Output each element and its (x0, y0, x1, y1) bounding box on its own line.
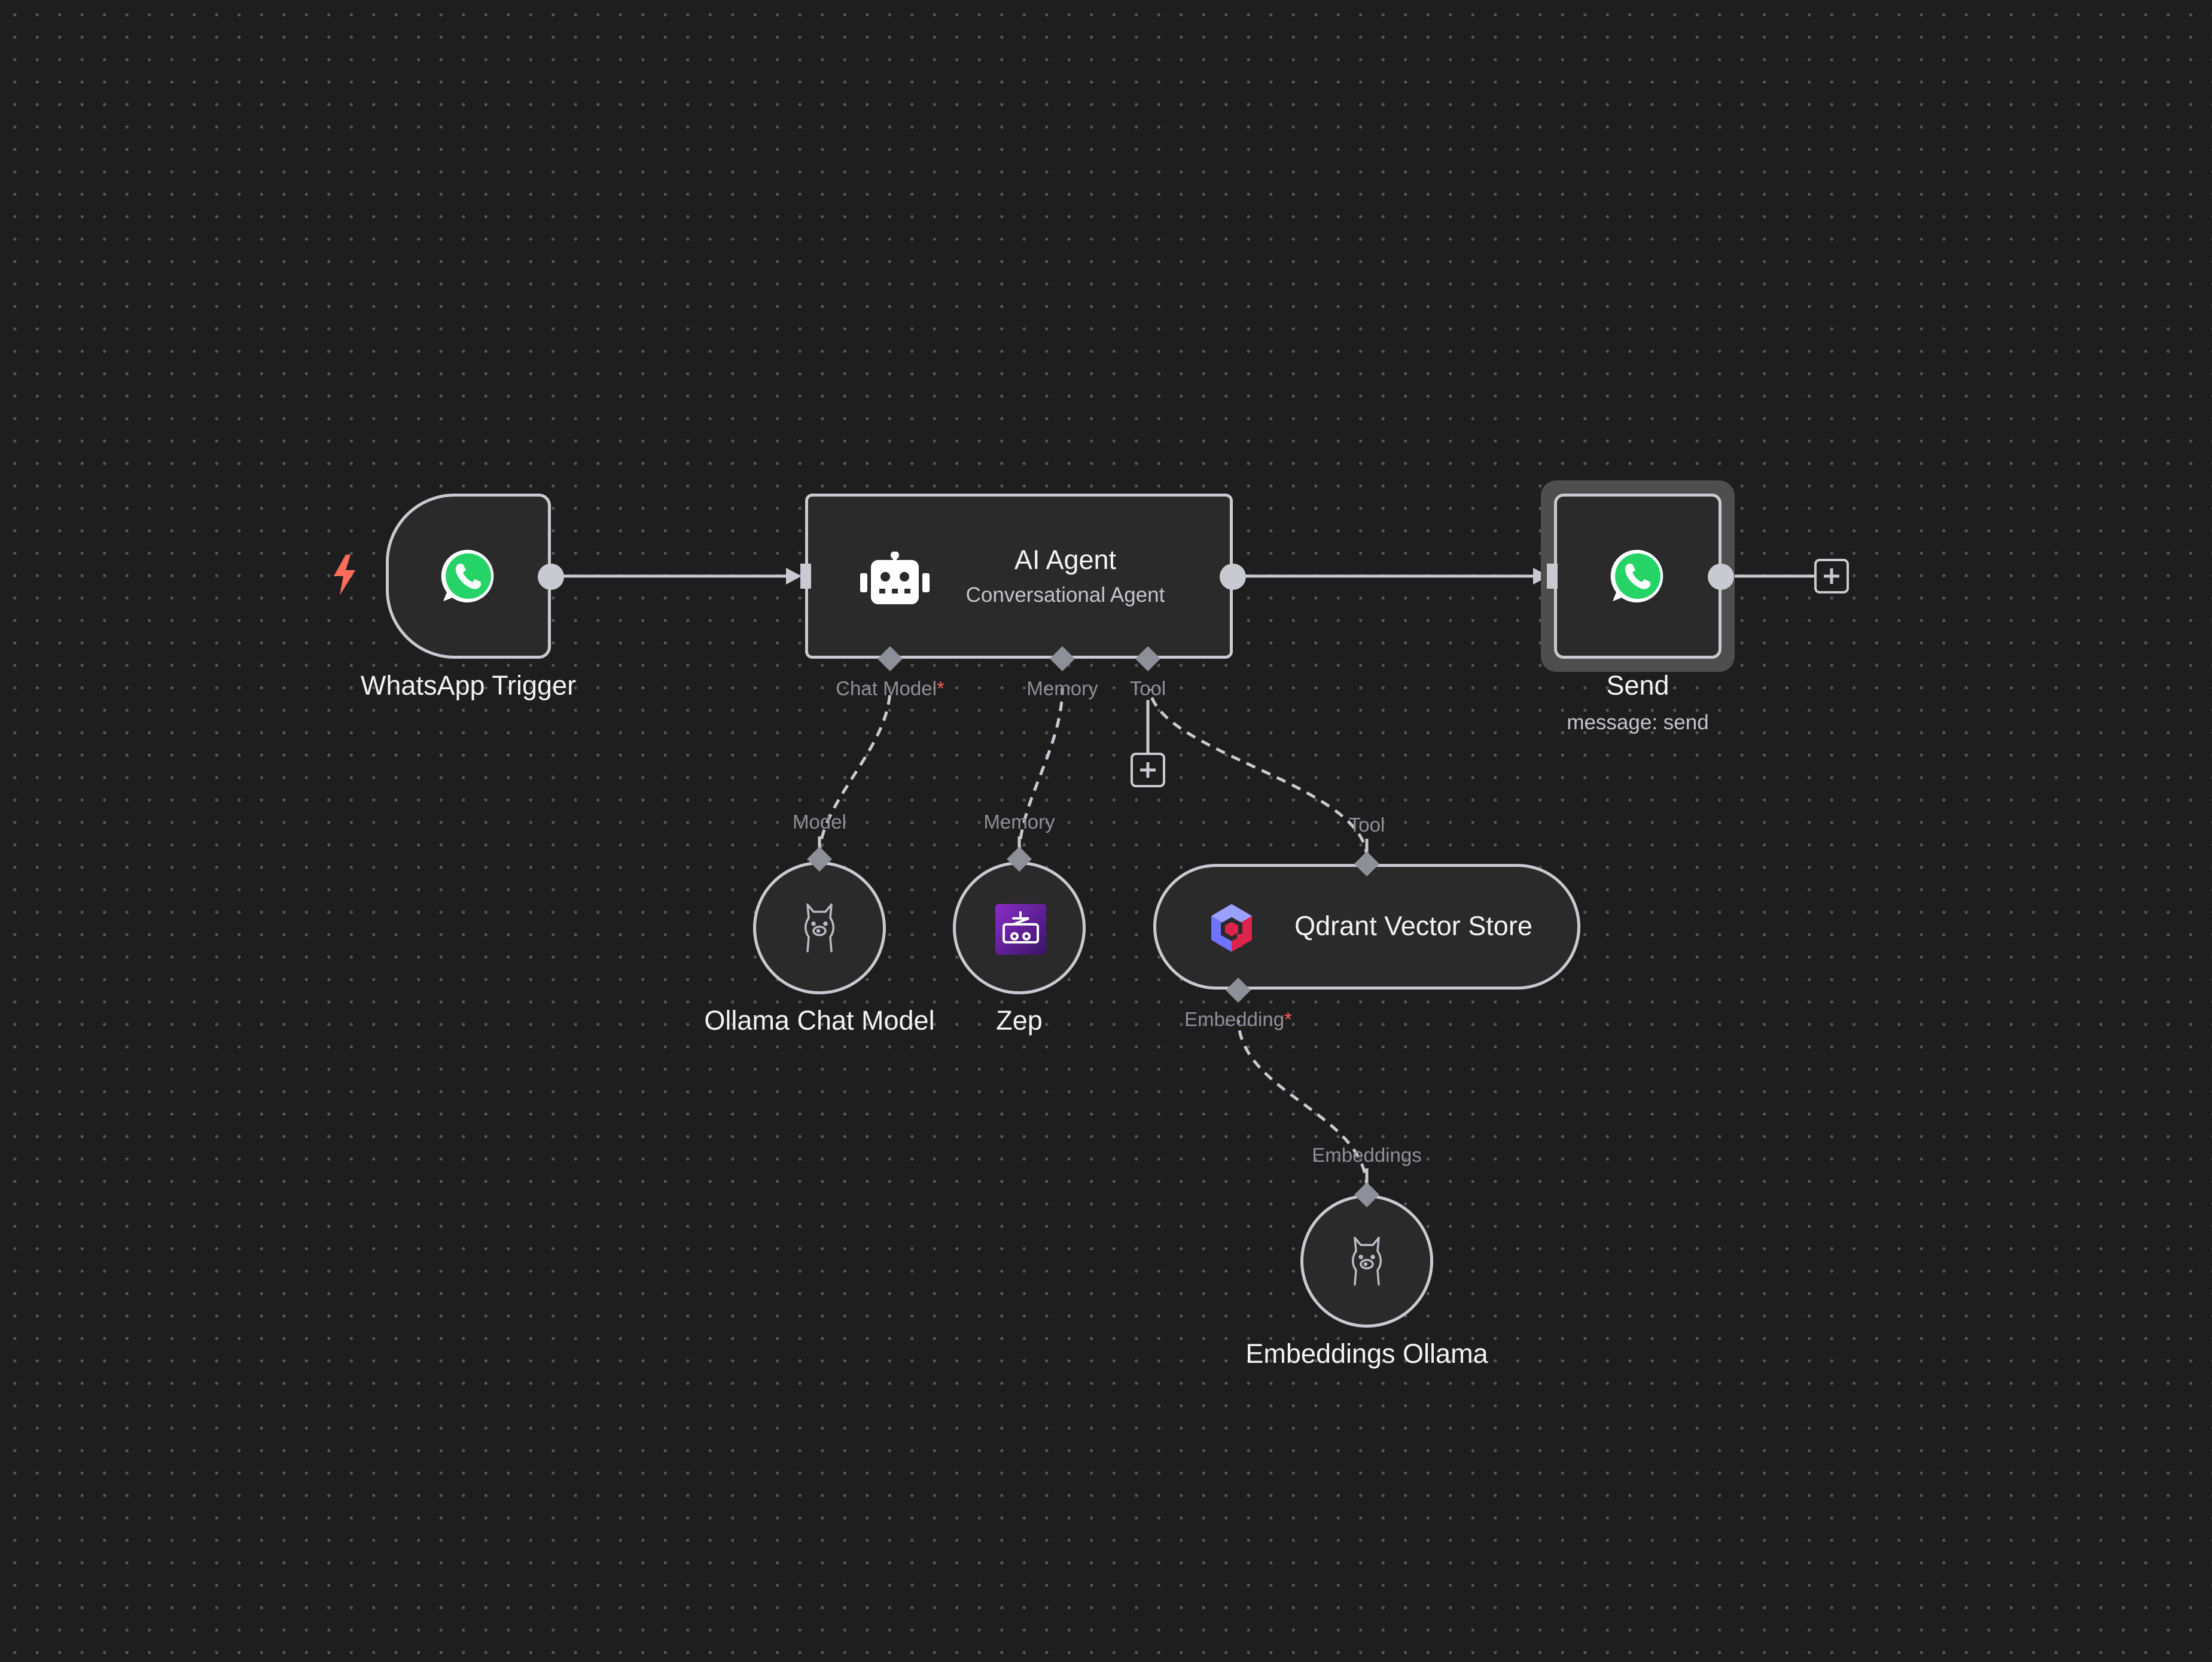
connection-ollama-to-chat-model[interactable] (818, 687, 892, 856)
node-embeddings-ollama[interactable] (1300, 1195, 1433, 1328)
add-tool-button[interactable] (1131, 753, 1165, 787)
node-subtitle-ai-agent: Conversational Agent (965, 583, 1165, 607)
input-handle[interactable] (1546, 562, 1560, 590)
port-label-memory-input: Memory (983, 811, 1055, 833)
node-title-embeddings-ollama: Embeddings Ollama (1245, 1338, 1488, 1369)
port-label-model: Model (793, 811, 846, 833)
node-ollama-chat-model[interactable] (753, 862, 886, 994)
node-title-zep: Zep (996, 1005, 1043, 1036)
connection-qdrant-to-tool[interactable] (1148, 689, 1369, 859)
plus-icon (1824, 568, 1839, 584)
qdrant-icon (1211, 904, 1252, 952)
port-embedding-diamond[interactable] (1224, 976, 1252, 1004)
port-label-embeddings: Embeddings (1312, 1144, 1422, 1166)
node-qdrant-vector-store[interactable]: Qdrant Vector Store (1153, 864, 1580, 990)
whatsapp-icon (441, 549, 494, 602)
port-label-embedding: Embedding* (1184, 1008, 1292, 1030)
node-title-qdrant-vector-store: Qdrant Vector Store (1294, 911, 1532, 941)
output-handle[interactable] (1218, 562, 1247, 591)
connection-embeddings-to-qdrant[interactable] (1236, 1019, 1369, 1190)
node-ai-agent[interactable]: AI Agent Conversational Agent (805, 494, 1233, 659)
port-label-tool: Tool (1129, 677, 1166, 699)
port-model-diamond[interactable] (806, 845, 833, 873)
node-title-whatsapp-trigger: WhatsApp Trigger (360, 670, 577, 701)
zep-icon (995, 904, 1046, 955)
port-label-tool-input: Tool (1348, 814, 1385, 836)
port-tool-input-diamond[interactable] (1353, 850, 1381, 878)
node-title-ollama-chat-model: Ollama Chat Model (704, 1005, 935, 1036)
port-embeddings-diamond[interactable] (1353, 1181, 1381, 1209)
connection-zep-to-memory[interactable] (1017, 687, 1064, 856)
node-subtitle-send: message: send (1567, 711, 1709, 734)
robot-icon (860, 552, 930, 604)
output-handle[interactable] (1707, 562, 1735, 591)
whatsapp-icon (1610, 549, 1663, 602)
output-handle[interactable] (537, 562, 565, 591)
port-label-memory: Memory (1026, 677, 1098, 699)
llama-icon (1352, 1237, 1382, 1286)
port-memory-diamond[interactable] (1049, 645, 1076, 672)
node-zep[interactable] (953, 862, 1086, 994)
node-whatsapp-trigger[interactable] (386, 494, 551, 659)
add-node-button[interactable] (1814, 559, 1849, 593)
port-memory-input-diamond[interactable] (1006, 845, 1033, 873)
arrowhead (786, 568, 802, 585)
trigger-bolt-icon (334, 555, 355, 595)
port-tool-diamond[interactable] (1134, 645, 1162, 672)
port-chat-model-diamond[interactable] (876, 645, 904, 672)
plus-icon (1140, 762, 1156, 778)
node-send[interactable] (1554, 494, 1722, 659)
port-label-chat-model: Chat Model* (836, 677, 944, 699)
input-handle[interactable] (799, 562, 813, 590)
node-title-ai-agent: AI Agent (1014, 544, 1117, 575)
llama-icon (805, 903, 834, 952)
node-title-send: Send (1606, 670, 1669, 701)
